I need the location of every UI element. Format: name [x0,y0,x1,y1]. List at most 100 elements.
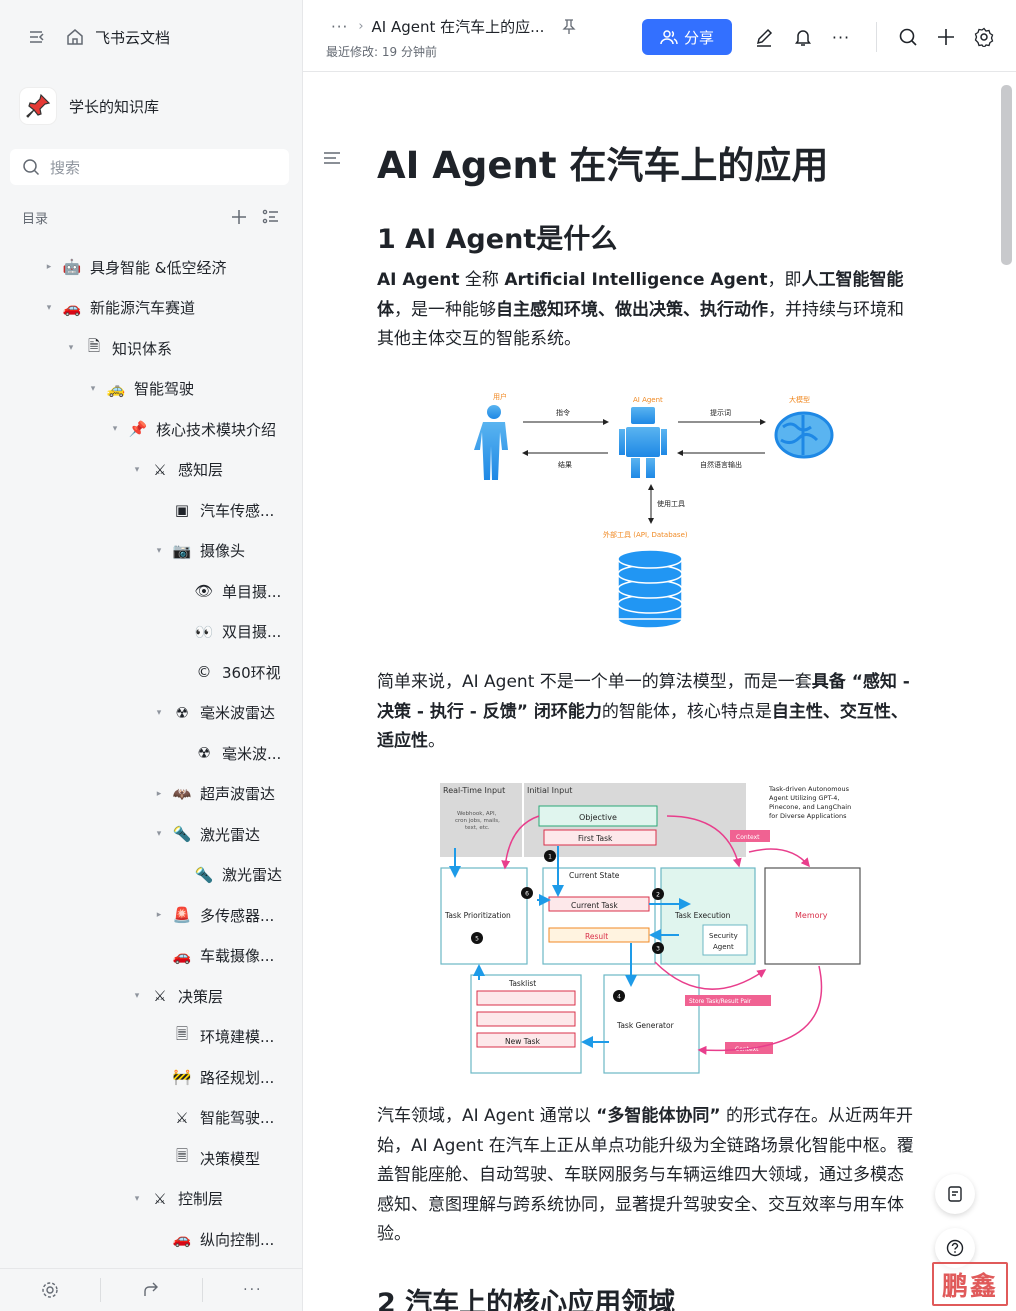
caret-down-icon[interactable]: ▾ [46,302,52,313]
tree-node[interactable]: ▾📌核心技术模块介绍 [0,409,303,450]
tree-node[interactable]: ▸🦇超声波雷达 [0,774,303,815]
tree-node[interactable]: 🗏决策模型 [0,1138,303,1179]
doc-settings-button[interactable] [973,26,995,48]
tree-node[interactable]: ▣汽车传感... [0,490,303,531]
pushpin-icon: 📌 [128,420,148,439]
result-label: Result [585,932,608,941]
tree-node[interactable]: ▾📷摄像头 [0,531,303,572]
scrollbar-thumb[interactable] [1001,85,1012,265]
caret-down-icon[interactable]: ▾ [134,1193,140,1204]
more-options-button[interactable]: ··· [830,26,852,48]
tree-node-label: 汽车传感... [200,501,275,520]
tree-node[interactable]: ©360环视 [0,652,303,693]
caret-right-icon[interactable]: ▸ [46,262,52,273]
space-avatar [20,88,56,124]
tree-node-label: 车载摄像... [200,947,275,966]
store-pair-tag [685,995,771,1006]
tree-node[interactable]: 🚗纵向控制... [0,1219,303,1260]
space-header[interactable]: 学长的知识库 [20,86,159,126]
search-button[interactable] [897,26,919,48]
tree-node[interactable]: ▾🚕智能驾驶 [0,369,303,410]
bat-icon: 🦇 [172,784,192,803]
caret-down-icon[interactable]: ▾ [90,383,96,394]
list-settings-icon[interactable] [262,208,280,226]
help-button[interactable] [935,1228,975,1268]
tree-node[interactable]: 👀双目摄... [0,612,303,653]
step-6-badge [521,887,533,899]
tree-node[interactable]: ▾⚔感知层 [0,450,303,491]
watermark-stamp: 鹏鑫 [932,1262,1008,1306]
tree-node[interactable]: ▾☢毫米波雷达 [0,693,303,734]
tree-node[interactable]: ▾🔦激光雷达 [0,814,303,855]
step-5-badge [471,932,483,944]
crossed-swords-icon: ⚔ [153,987,167,1006]
caret-right-icon[interactable]: ▸ [156,910,162,921]
outline-icon[interactable] [323,151,341,165]
comment-button[interactable] [935,1174,975,1214]
tree-node-label: 控制层 [178,1190,224,1209]
caret-down-icon[interactable]: ▾ [156,829,162,840]
tree-node[interactable]: ▾⚔控制层 [0,1179,303,1220]
more-icon: ··· [243,1282,263,1298]
current-task-label: Current Task [571,901,618,910]
caret-down-icon[interactable]: ▾ [68,343,74,354]
heading-1: 1 AI Agent是什么 [377,224,618,255]
caret-down-icon[interactable]: ▾ [156,545,162,556]
p1-d: ，即 [767,270,802,290]
pin-icon[interactable] [562,18,577,35]
sidebar-footer: ··· [0,1268,303,1311]
p3-a: 汽车领域，AI Agent 通常以 [377,1106,597,1126]
breadcrumb-title[interactable]: AI Agent 在汽车上的应... [371,18,545,36]
notification-button[interactable] [792,26,814,48]
caret-down-icon[interactable]: ▾ [134,991,140,1002]
app-brand[interactable]: 飞书云文档 [95,29,171,47]
caret-down-icon[interactable]: ▾ [112,424,118,435]
toc-label: 目录 [22,211,49,227]
tree-node[interactable]: ☢毫米波... [0,733,303,774]
new-task-box [476,1032,576,1048]
tree-node[interactable]: ▸🚨多传感器... [0,895,303,936]
tree-node-label: 环境建模... [200,1028,275,1047]
taxi-icon: 🚕 [106,379,126,398]
fig1-cmd-label: 指令 [556,408,570,417]
settings-button[interactable] [0,1278,100,1302]
crossed-swords-icon: ⚔ [153,460,167,479]
tree-node[interactable]: ▾⚔决策层 [0,976,303,1017]
memory-box [764,867,861,965]
scrollbar[interactable] [998,73,1016,1311]
caret-right-icon[interactable]: ▸ [156,788,162,799]
collapse-sidebar-icon[interactable] [28,28,46,46]
radioactive-icon: ☢ [197,744,211,763]
document-icon: 🗏 [175,1146,189,1165]
edit-button[interactable] [753,26,775,48]
home-icon[interactable] [65,27,85,47]
tree-node[interactable]: ⚔智能驾驶... [0,1098,303,1139]
new-doc-button[interactable] [935,26,957,48]
users-icon [660,30,678,45]
more-button[interactable]: ··· [201,1278,303,1302]
share-button[interactable]: 分享 [642,19,732,55]
fig1-use-tool-label: 使用工具 [657,499,685,508]
last-modified: 最近修改: 19 分钟前 [326,45,437,59]
tree-node[interactable]: ▸🤖具身智能 &低空经济 [0,247,303,288]
tree-node[interactable]: 🚧路径规划... [0,1057,303,1098]
tree-node[interactable]: 🚗车载摄像... [0,936,303,977]
caret-down-icon[interactable]: ▾ [156,707,162,718]
eye-icon: 👁 [194,582,214,601]
share-out-button[interactable] [100,1278,201,1302]
tree-node[interactable]: ▾🗎知识体系 [0,328,303,369]
tree-node-label: 新能源汽车赛道 [90,299,196,318]
breadcrumb-more[interactable]: ··· [331,17,349,36]
search-input[interactable]: 搜索 [10,149,289,185]
add-icon[interactable] [230,208,248,226]
realtime-input-panel [440,783,522,857]
caret-down-icon[interactable]: ▾ [134,464,140,475]
tree-node[interactable]: 👁 单目摄... [0,571,303,612]
tree-node-label: 单目摄... [222,582,282,601]
step-2-badge [652,888,664,900]
tree-node[interactable]: ▾🚗新能源汽车赛道 [0,288,303,329]
tree-node[interactable]: 🔦激光雷达 [0,855,303,896]
tree-node[interactable]: 🗏环境建模... [0,1017,303,1058]
caption-line-3: Pinecone, and LangChain [769,803,851,811]
p1-h: ，并持续与环境和其他主体交互的智能系统。 [377,299,904,350]
